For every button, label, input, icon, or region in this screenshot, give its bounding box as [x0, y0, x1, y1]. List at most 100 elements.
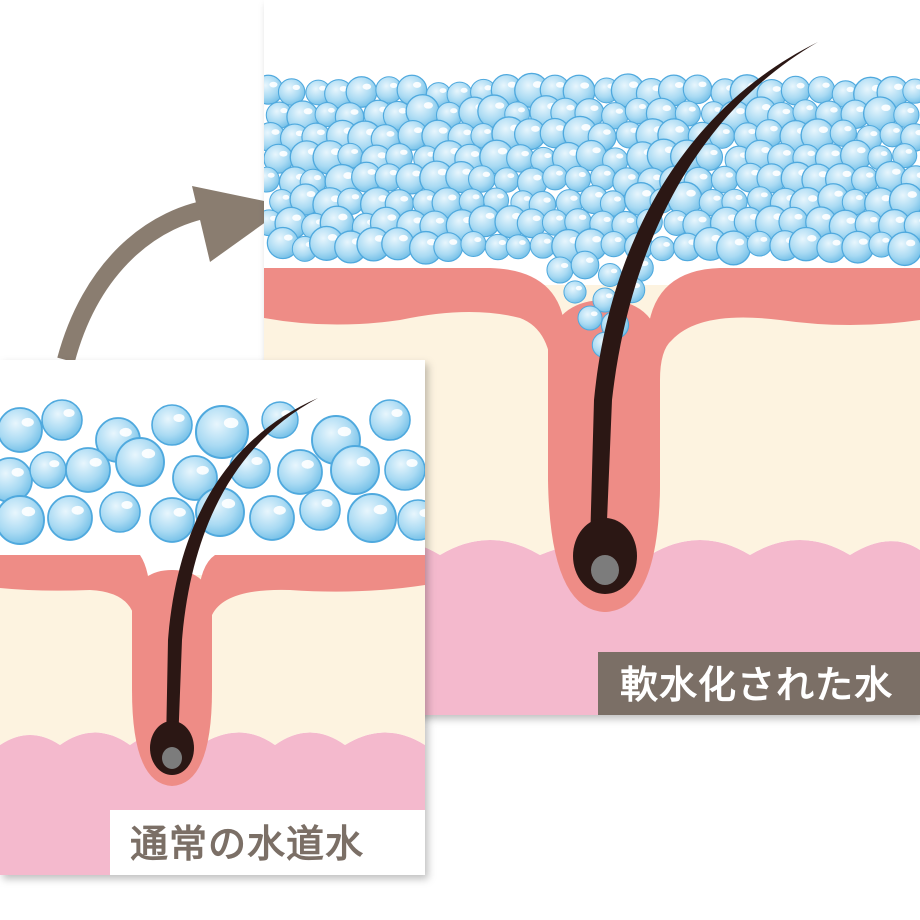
bubble-highlight: [772, 170, 781, 177]
bubble-highlight: [306, 190, 316, 198]
bubble-highlight: [400, 149, 408, 155]
water-bubble: [299, 489, 341, 531]
water-bubble: [807, 76, 836, 104]
bubble-highlight: [905, 148, 913, 154]
bubble-highlight: [71, 505, 84, 515]
bubble-highlight: [844, 125, 852, 132]
water-bubble: [29, 451, 67, 489]
water-bubble: [902, 78, 920, 104]
bubble-highlight: [855, 195, 863, 201]
bubble-highlight: [400, 196, 409, 202]
bubble-highlight: [698, 81, 707, 88]
bubble-highlight: [610, 268, 618, 274]
bubble-highlight: [435, 217, 445, 224]
bubble-highlight: [11, 467, 24, 477]
bubble-highlight: [626, 217, 635, 224]
bubble-highlight: [292, 214, 302, 221]
bubble-highlight: [271, 129, 280, 135]
bubble-highlight: [391, 409, 403, 417]
bubble-highlight: [89, 457, 102, 467]
bubble-highlight: [760, 192, 768, 198]
water-bubble: [384, 449, 425, 491]
bubble-highlight: [616, 153, 624, 159]
bubble-highlight: [595, 191, 603, 198]
bubble-highlight: [748, 128, 756, 135]
water-bubble: [546, 256, 574, 284]
bubble-highlight: [173, 414, 185, 422]
bubble-highlight: [642, 190, 652, 197]
bubble-highlight: [398, 107, 407, 114]
bubble-highlight: [373, 504, 388, 515]
water-bubble: [542, 164, 569, 191]
bubble-highlight: [460, 87, 468, 93]
bubble-highlight: [507, 81, 517, 88]
bubble-highlight: [531, 125, 540, 132]
bubble-highlight: [556, 215, 564, 221]
bubble-highlight: [555, 125, 565, 131]
bubble-highlight: [279, 150, 288, 157]
bubble-highlight: [316, 129, 325, 136]
bubble-highlight: [772, 86, 781, 92]
bubble-highlight: [519, 240, 526, 245]
bubble-highlight: [560, 262, 569, 269]
dermis-layer: [0, 575, 425, 745]
water-bubble: [381, 227, 415, 261]
arrow-shaft: [57, 198, 222, 363]
bubble-highlight: [761, 147, 770, 154]
bubble-highlight: [437, 168, 448, 176]
water-bubble: [0, 495, 45, 545]
bubble-highlight: [818, 171, 828, 178]
bubble-highlight: [484, 129, 491, 134]
bubble-highlight: [338, 213, 348, 221]
bubble-highlight: [830, 107, 838, 113]
bubble-highlight: [822, 82, 830, 88]
water-bubble: [151, 404, 193, 446]
bubble-highlight: [21, 417, 34, 427]
hair-papilla: [162, 747, 182, 769]
mineral-bubbles-fine: [264, 72, 920, 359]
bubble-highlight: [905, 239, 916, 247]
bubble-highlight: [869, 216, 878, 223]
normal-water-label-text: 通常の水道水: [130, 822, 364, 866]
bubble-highlight: [269, 81, 278, 88]
bubble-highlight: [570, 195, 578, 201]
bubble-highlight: [497, 147, 508, 155]
bubble-highlight: [653, 174, 662, 181]
bubble-highlight: [893, 83, 903, 90]
bubble-highlight: [605, 293, 613, 299]
bubble-highlight: [856, 106, 865, 113]
normal-water-label-bg: [110, 810, 425, 875]
bubble-highlight: [674, 81, 684, 89]
bubble-highlight: [173, 507, 186, 517]
bubble-highlight: [834, 190, 843, 197]
bubble-highlight: [367, 168, 376, 175]
bubble-highlight: [725, 172, 734, 178]
bubble-highlight: [794, 213, 803, 220]
bubble-highlight: [389, 169, 398, 176]
bubble-highlight: [196, 465, 209, 475]
bubble-highlight: [119, 427, 132, 437]
bubble-highlight: [846, 217, 856, 224]
bubble-highlight: [121, 501, 133, 509]
bubble-highlight: [842, 170, 852, 178]
water-bubble: [115, 437, 165, 487]
bubble-highlight: [283, 234, 293, 241]
bubble-highlight: [614, 237, 622, 243]
bubble-highlight: [895, 216, 905, 223]
water-bubble: [41, 399, 83, 441]
bubble-highlight: [613, 196, 622, 202]
bubble-highlight: [555, 170, 563, 176]
bubble-highlight: [350, 109, 359, 115]
bubble-highlight: [419, 509, 425, 517]
bubble-highlight: [351, 194, 360, 200]
bubble-highlight: [761, 104, 771, 111]
bubble-highlight: [782, 150, 791, 156]
bubble-highlight: [141, 448, 156, 459]
bubble-highlight: [556, 81, 565, 88]
bubble-highlight: [412, 170, 421, 177]
bubble-highlight: [523, 196, 531, 201]
bubble-highlight: [915, 84, 920, 90]
water-bubble: [99, 491, 141, 533]
bubble-highlight: [880, 151, 888, 156]
bubble-highlight: [615, 108, 624, 114]
